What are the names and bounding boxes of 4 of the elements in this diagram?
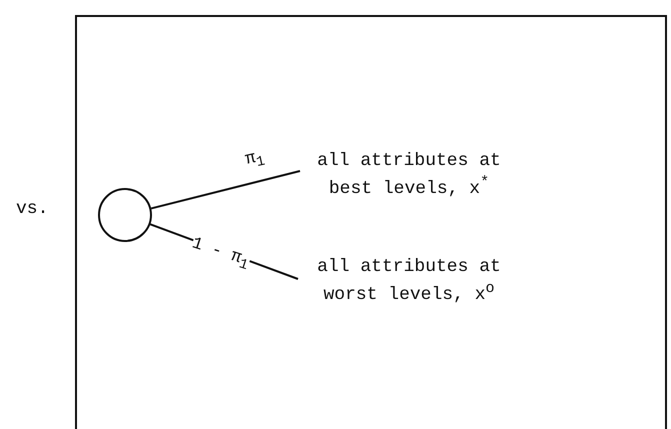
outcome-text: all attributes at best levels, x$^{*}$ <box>316 150 502 200</box>
outcome-text: all attributes at worst levels, x$^{o}$ <box>316 256 502 306</box>
chance-node-circle <box>98 188 152 242</box>
branch-line <box>150 170 300 210</box>
